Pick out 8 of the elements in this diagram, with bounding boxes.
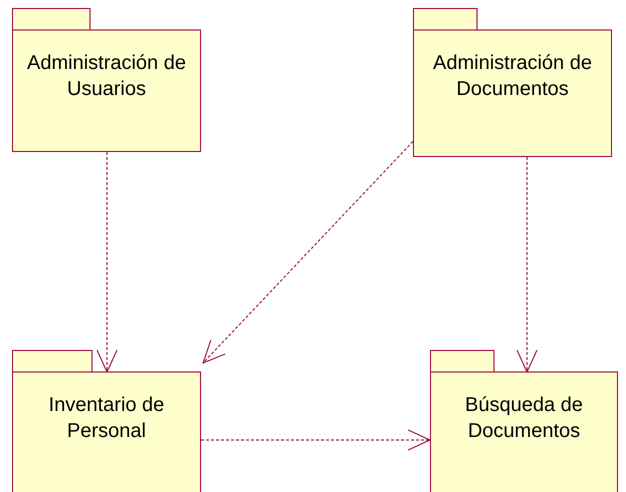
package-name: Búsqueda de Documentos (464, 393, 584, 444)
package-name: Administración de Documentos (432, 51, 593, 102)
dependency-arrow (200, 430, 430, 450)
package-name: Inventario de Personal (48, 393, 166, 444)
dependency-arrow (202, 140, 414, 364)
dependency-arrow (516, 156, 538, 372)
package-name: Administración de Usuarios (26, 51, 187, 102)
dependency-arrow (96, 152, 118, 372)
